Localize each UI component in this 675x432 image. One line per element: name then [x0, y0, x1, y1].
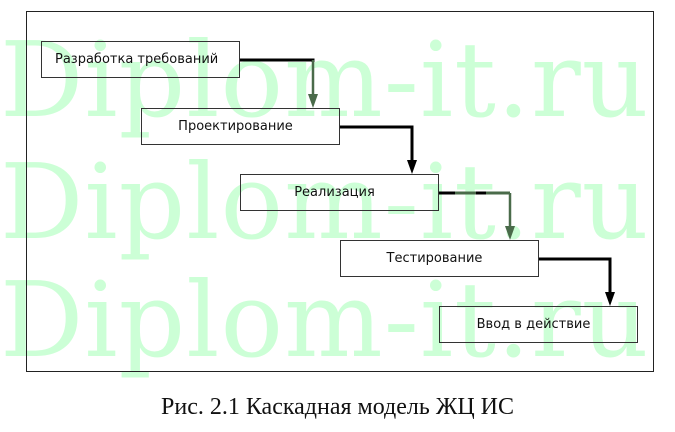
arrow-1	[240, 58, 318, 108]
stage-label: Разработка требований	[55, 52, 219, 67]
stage-box-design: Проектирование	[141, 108, 340, 145]
stage-label: Тестирование	[386, 251, 483, 266]
stage-label: Проектирование	[178, 119, 293, 134]
watermark: Diplom-it.ru	[0, 141, 650, 263]
stage-box-deployment: Ввод в действие	[439, 306, 638, 343]
stage-label: Ввод в действие	[476, 317, 591, 332]
stage-box-implementation: Реализация	[240, 174, 439, 211]
stage-box-requirements: Разработка требований	[41, 41, 240, 78]
arrow-4	[539, 257, 615, 306]
arrow-2	[340, 125, 417, 174]
watermark: Diplom-it.ru	[0, 259, 650, 381]
arrow-3	[439, 191, 515, 240]
diagram-frame	[26, 11, 654, 372]
figure-caption: Рис. 2.1 Каскадная модель ЖЦ ИС	[161, 394, 514, 420]
watermark: Diplom-it.ru	[0, 19, 650, 141]
stage-label: Реализация	[294, 185, 375, 200]
stage-box-testing: Тестирование	[340, 240, 539, 277]
